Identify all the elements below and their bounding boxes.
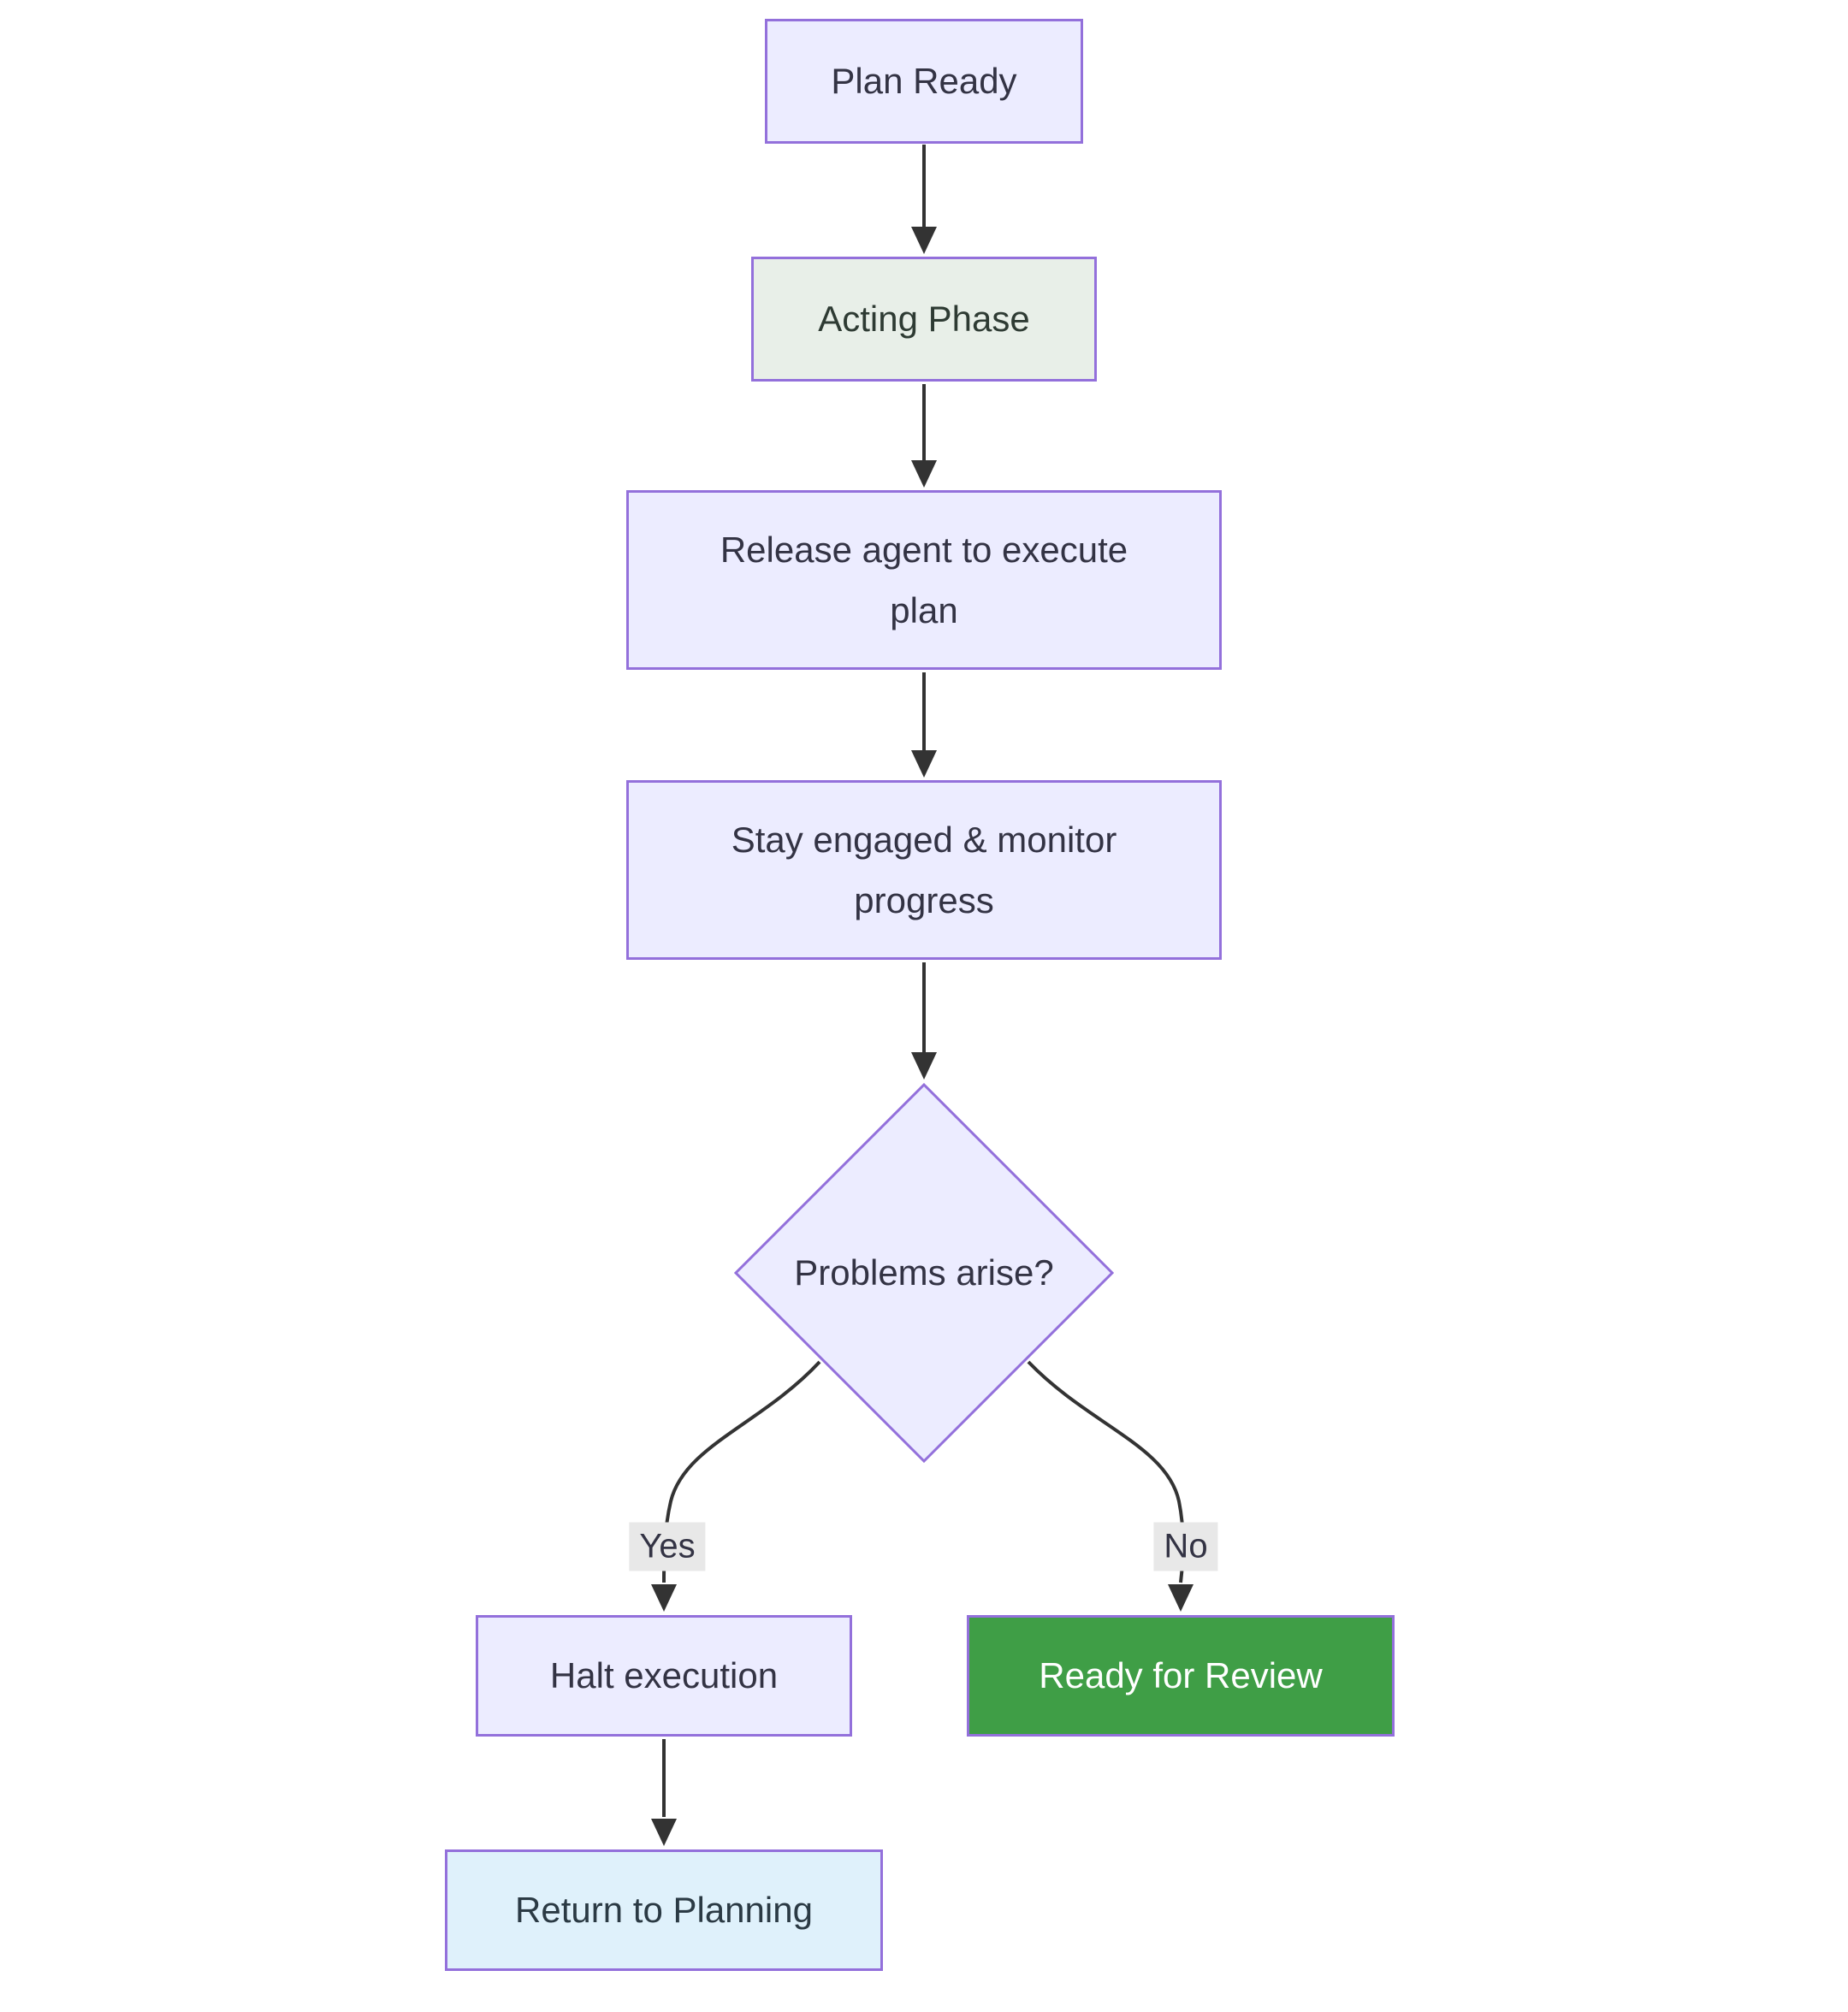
edge-label-no: No <box>1153 1522 1218 1571</box>
node-acting-phase: Acting Phase <box>751 257 1097 382</box>
edge-label-yes: Yes <box>629 1522 706 1571</box>
arrowhead-decision-yes <box>651 1584 677 1612</box>
node-plan-ready: Plan Ready <box>765 19 1083 144</box>
arrowhead-plan-to-acting <box>911 227 937 254</box>
arrowhead-release-to-monitor <box>911 750 937 778</box>
arrowhead-decision-no <box>1168 1584 1194 1612</box>
node-release-agent: Release agent to execute plan <box>626 490 1222 670</box>
decision-diamond-shape <box>733 1082 1115 1464</box>
node-return-to-planning: Return to Planning <box>445 1849 883 1971</box>
node-ready-for-review: Ready for Review <box>967 1615 1395 1737</box>
node-halt-execution: Halt execution <box>476 1615 852 1737</box>
arrowhead-acting-to-release <box>911 460 937 488</box>
arrowhead-monitor-to-decision <box>911 1052 937 1080</box>
node-monitor-progress: Stay engaged & monitor progress <box>626 780 1222 960</box>
node-problems-arise-label: Problems arise? <box>794 1252 1054 1293</box>
arrowhead-halt-to-return <box>651 1819 677 1846</box>
